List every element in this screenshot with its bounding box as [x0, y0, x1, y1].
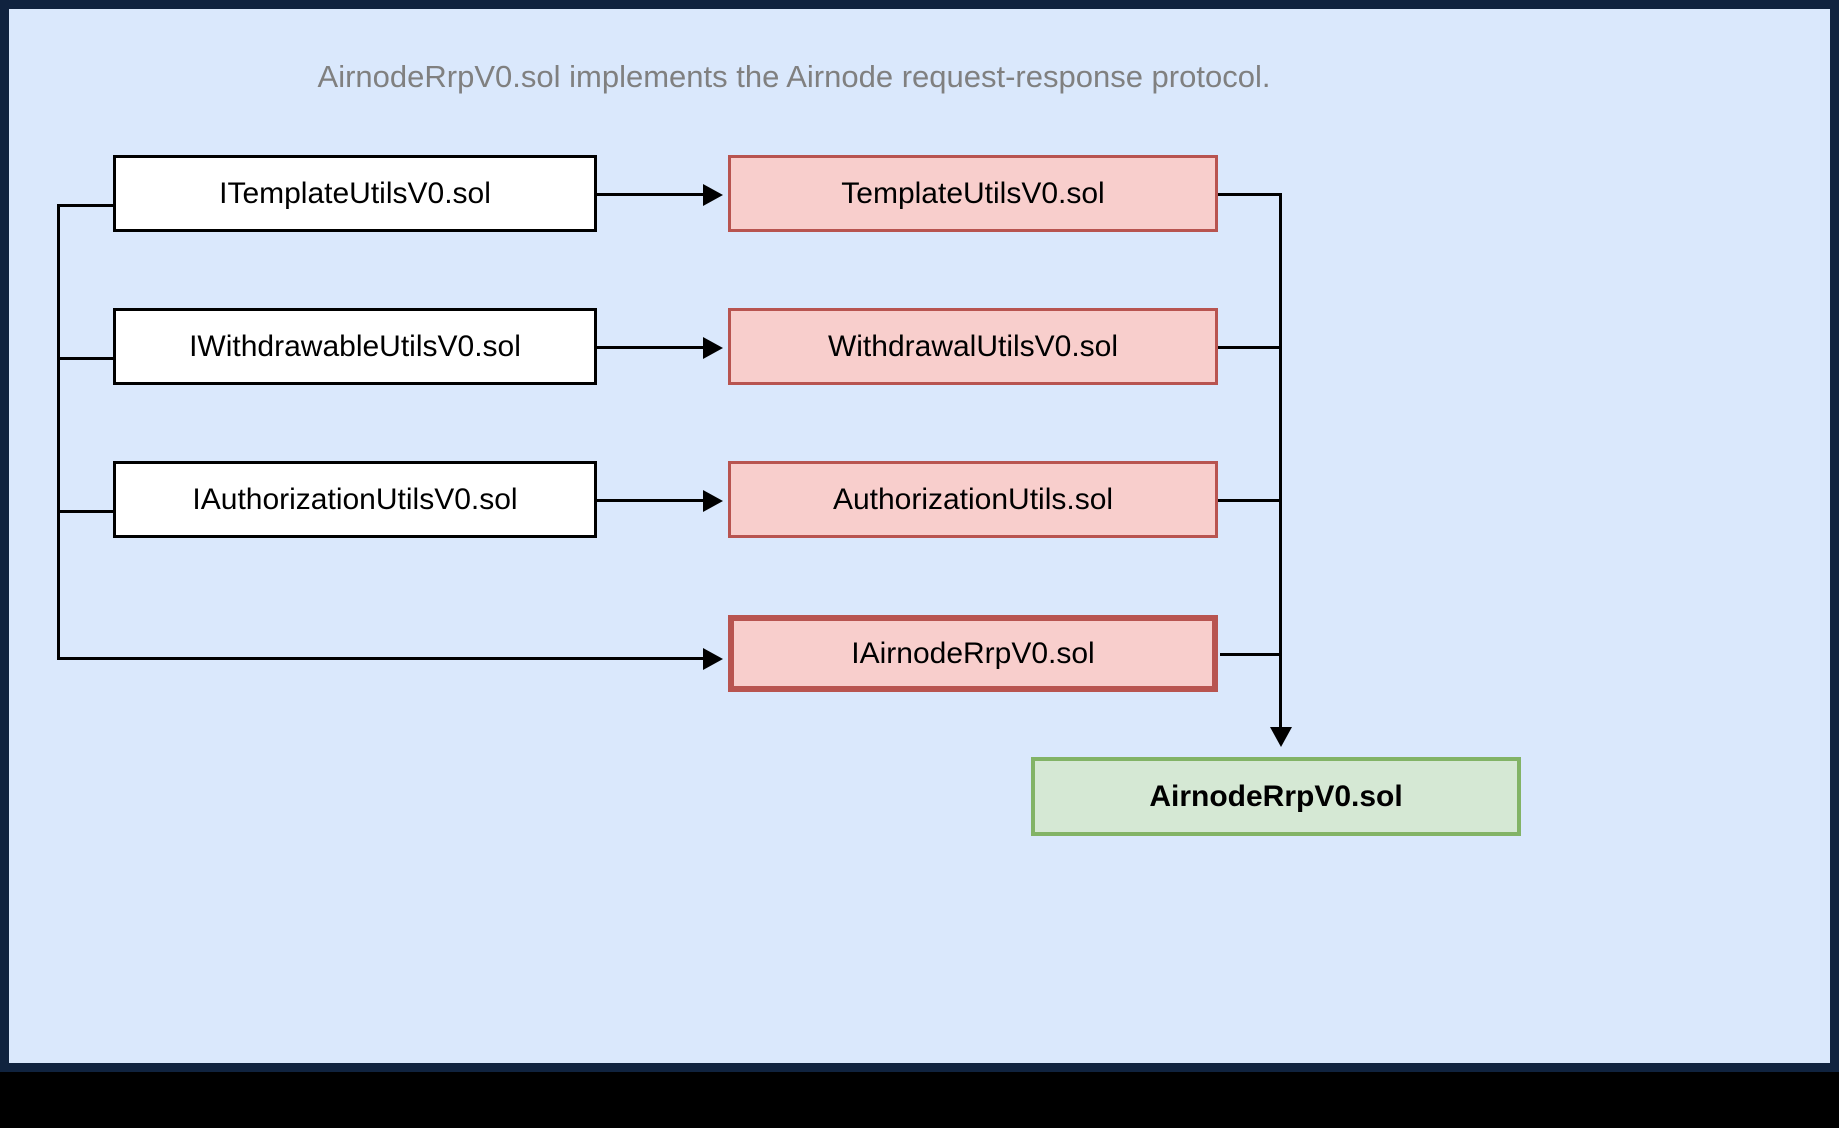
node-label: WithdrawalUtilsV0.sol: [827, 330, 1119, 363]
node-airnoderrpv0[interactable]: AirnodeRrpV0.sol: [1031, 757, 1521, 836]
connector-line-3: [595, 499, 703, 502]
node-iauthorizationutilsv0[interactable]: IAuthorizationUtilsV0.sol: [113, 461, 597, 538]
node-label: IWithdrawableUtilsV0.sol: [189, 330, 521, 363]
node-label: ITemplateUtilsV0.sol: [219, 177, 491, 210]
arrow-to-airnoderrp: [1270, 727, 1292, 747]
node-label: IAuthorizationUtilsV0.sol: [192, 483, 518, 516]
bus-stub-2: [57, 357, 115, 360]
connector-line-1: [595, 193, 703, 196]
diagram-title: AirnodeRrpV0.sol implements the Airnode …: [317, 59, 1271, 94]
bus-stub-3: [57, 510, 115, 513]
node-label: IAirnodeRrpV0.sol: [851, 637, 1095, 670]
bus-vertical-line: [57, 205, 60, 660]
collector-stub-1: [1215, 193, 1282, 196]
node-templateutilsv0[interactable]: TemplateUtilsV0.sol: [728, 155, 1218, 232]
arrow-interface-2: [703, 337, 723, 359]
node-withdrawalutilsv0[interactable]: WithdrawalUtilsV0.sol: [728, 308, 1218, 385]
node-label: AuthorizationUtils.sol: [832, 483, 1114, 516]
connector-line-2: [595, 346, 703, 349]
node-iwithdrawableutilsv0[interactable]: IWithdrawableUtilsV0.sol: [113, 308, 597, 385]
bus-bottom-line: [57, 657, 703, 660]
bus-stub-1: [57, 204, 115, 207]
collector-stub-2: [1215, 346, 1282, 349]
node-label: AirnodeRrpV0.sol: [1149, 780, 1403, 813]
node-itemplateutilsv0[interactable]: ITemplateUtilsV0.sol: [113, 155, 597, 232]
diagram-canvas: AirnodeRrpV0.sol implements the Airnode …: [9, 9, 1830, 1063]
node-label: TemplateUtilsV0.sol: [841, 177, 1105, 210]
arrow-interface-1: [703, 184, 723, 206]
collector-stub-4: [1220, 653, 1282, 656]
arrow-interface-3: [703, 490, 723, 512]
node-authorizationutils[interactable]: AuthorizationUtils.sol: [728, 461, 1218, 538]
collector-vertical-line: [1279, 193, 1282, 733]
node-iairnoderrpv0[interactable]: IAirnodeRrpV0.sol: [728, 615, 1218, 692]
arrow-to-iairnoderrp: [703, 648, 723, 670]
collector-stub-3: [1215, 499, 1282, 502]
